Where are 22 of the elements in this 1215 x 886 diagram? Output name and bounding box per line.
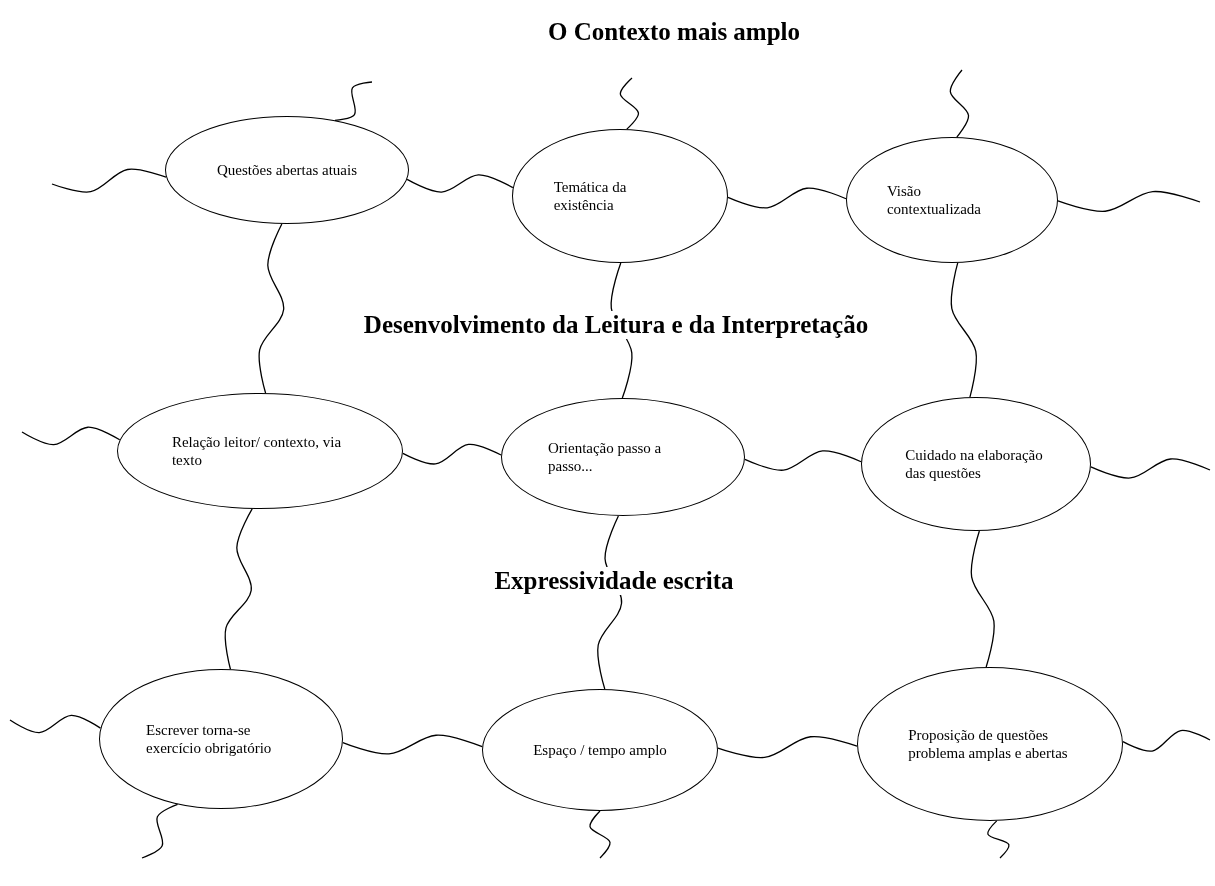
wavy-line: [949, 69, 970, 138]
wavy-line: [334, 81, 373, 121]
wavy-line: [406, 174, 514, 193]
wavy-line: [258, 223, 285, 394]
wavy-line: [9, 714, 102, 734]
wavy-line: [402, 443, 502, 465]
wavy-line: [744, 450, 862, 471]
wavy-line: [950, 262, 977, 398]
wavy-line: [727, 187, 847, 209]
wavy-line: [51, 168, 167, 193]
wavy-line: [589, 810, 611, 859]
wavy-line: [1122, 729, 1211, 752]
wavy-line: [970, 530, 995, 668]
wavy-line: [1090, 458, 1211, 479]
wavy-line: [342, 734, 483, 755]
wavy-line: [619, 77, 640, 130]
wavy-line: [21, 426, 121, 446]
wavy-line: [717, 735, 858, 759]
wavy-line: [141, 803, 179, 859]
wavy-line: [987, 820, 1010, 859]
wavy-line: [1057, 190, 1201, 212]
wavy-line: [224, 508, 253, 670]
